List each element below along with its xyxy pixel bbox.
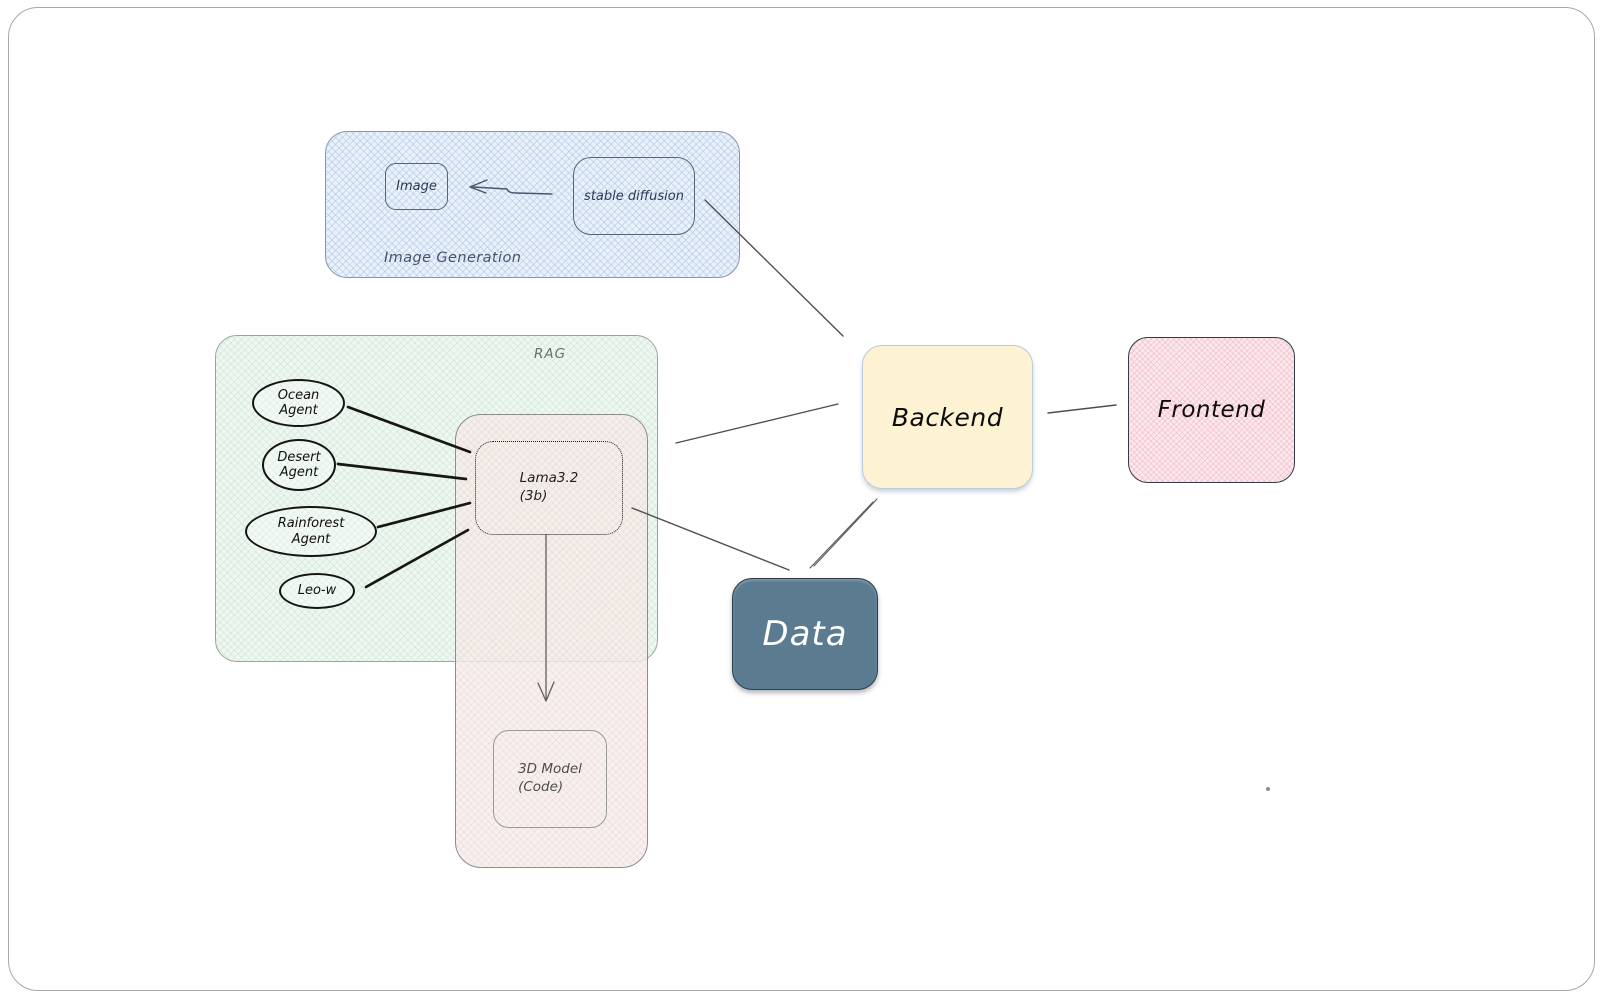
node-desert-agent-label: Desert Agent	[277, 449, 321, 480]
connector-lama-data[interactable]	[631, 507, 790, 571]
node-leo-w-label: Leo-w	[297, 583, 337, 599]
connector-backend-data[interactable]	[809, 498, 878, 569]
node-lama3-2-label: Lama3.2 (3b)	[519, 470, 579, 504]
node-image[interactable]: Image	[385, 163, 448, 210]
group-pipeline[interactable]	[455, 414, 648, 868]
connector-ocean-lama[interactable]	[346, 405, 472, 454]
node-stable-diffusion[interactable]: stable diffusion	[573, 157, 695, 235]
connector-stable-diffusion-backend[interactable]	[704, 199, 844, 337]
node-desert-agent[interactable]: Desert Agent	[262, 439, 336, 491]
node-3d-model-label: 3D Model (Code)	[518, 761, 582, 795]
node-rainforest-agent[interactable]: Rainforest Agent	[245, 506, 377, 557]
connector-stable-diffusion-image-arrow[interactable]	[469, 179, 553, 195]
node-frontend-label: Frontend	[1157, 397, 1266, 423]
node-stable-diffusion-label: stable diffusion	[584, 188, 684, 204]
group-image-generation-label: Image Generation	[384, 250, 522, 266]
node-data-label: Data	[762, 614, 848, 654]
node-leo-w[interactable]: Leo-w	[279, 573, 355, 609]
group-rag-label: RAG	[533, 346, 567, 362]
node-frontend[interactable]: Frontend	[1128, 337, 1295, 483]
stray-dot	[1266, 787, 1270, 791]
node-image-label: Image	[396, 179, 437, 194]
node-data[interactable]: Data	[732, 578, 878, 690]
connector-desert-lama[interactable]	[336, 462, 468, 481]
canvas-frame	[8, 7, 1595, 991]
node-lama3-2[interactable]: Lama3.2 (3b)	[475, 441, 623, 535]
node-ocean-agent-label: Ocean Agent	[277, 387, 320, 418]
node-3d-model[interactable]: 3D Model (Code)	[493, 730, 607, 828]
group-image-generation[interactable]	[325, 131, 740, 278]
connector-backend-frontend[interactable]	[1047, 404, 1117, 414]
node-backend[interactable]: Backend	[862, 345, 1033, 489]
connector-rag-backend[interactable]	[675, 403, 839, 444]
node-ocean-agent[interactable]: Ocean Agent	[252, 379, 345, 427]
node-backend-label: Backend	[891, 402, 1004, 432]
node-rainforest-agent-label: Rainforest Agent	[277, 516, 345, 547]
connector-leo-lama[interactable]	[364, 528, 470, 589]
connector-rainforest-lama[interactable]	[376, 501, 472, 529]
connector-lama-3dmodel-arrow[interactable]	[537, 534, 555, 702]
